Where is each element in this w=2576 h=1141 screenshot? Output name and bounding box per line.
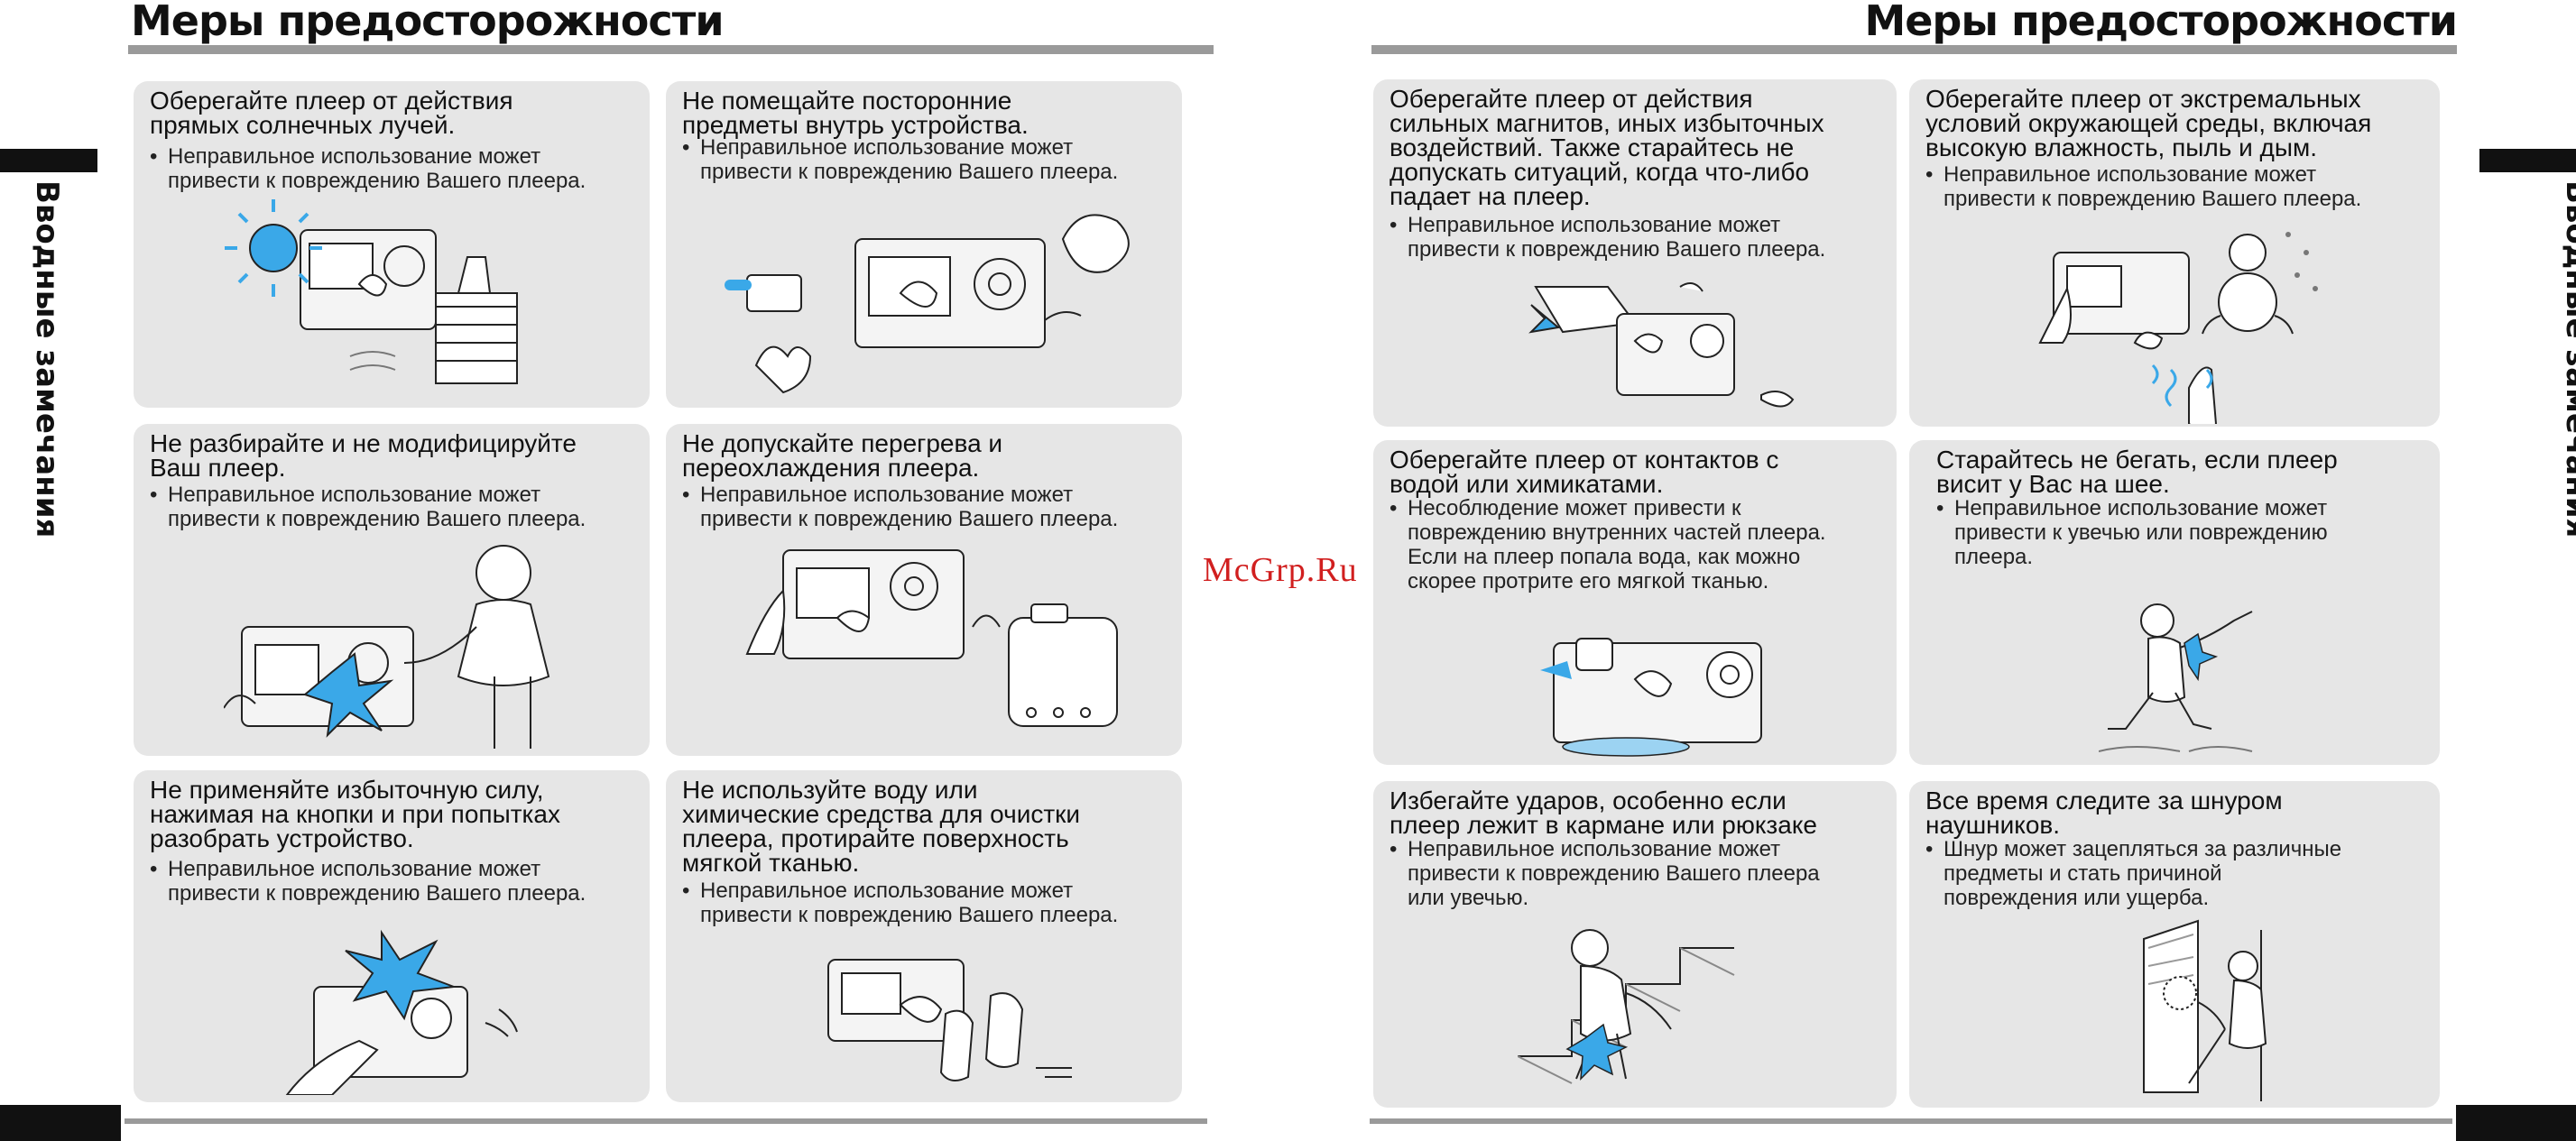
right-footer-tab [2456, 1105, 2576, 1141]
cleaning-illustration [827, 959, 1072, 1081]
running-illustration [2099, 603, 2253, 752]
environment-illustration [2038, 232, 2318, 424]
right-side-tab [2479, 149, 2576, 172]
impact-stairs-illustration [1518, 929, 1735, 1084]
water-contact-illustration [1540, 638, 1762, 757]
card-heading: Не применяйте избыточную силу,нажимая на… [150, 776, 560, 852]
right-page-title: Меры предосторожности [1864, 0, 2458, 45]
right-footer-rule [1370, 1118, 2452, 1124]
left-page-title: Меры предосторожности [131, 0, 725, 45]
excess-force-illustration [285, 929, 518, 1095]
left-side-tab [0, 149, 97, 172]
left-footer-tab [0, 1105, 121, 1141]
temperature-illustration [745, 549, 1118, 727]
left-header-rule [128, 45, 1214, 54]
right-header-rule [1371, 45, 2457, 54]
foreign-object-illustration [725, 214, 1130, 394]
left-footer-rule [125, 1118, 1207, 1124]
disassemble-illustration [224, 545, 550, 749]
caution-card-excess-force: Не применяйте избыточную силу,нажимая на… [134, 770, 650, 1102]
watermark: McGrp.Ru [1203, 551, 1358, 589]
sun-player-illustration [225, 199, 518, 384]
magnet-impact-illustration [1528, 282, 1795, 408]
left-side-label: Вводные замечания [29, 180, 65, 538]
right-side-label: Вводные замечания [2559, 180, 2576, 538]
headphone-cord-illustration [2143, 919, 2267, 1101]
